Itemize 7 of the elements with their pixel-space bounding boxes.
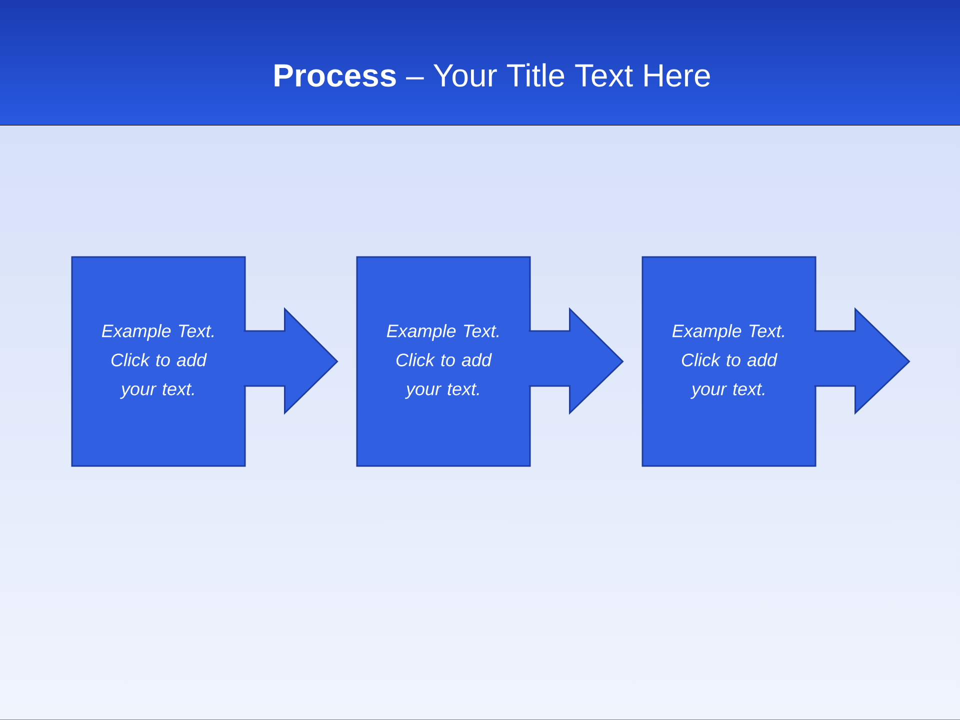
process-box: Example Text. Click to add your text. [642,256,816,467]
block-arrow [528,307,624,415]
block-arrow [243,307,338,415]
process-box: Example Text. Click to add your text. [71,256,246,467]
process-box: Example Text. Click to add your text. [356,256,531,467]
title: Process – Your Title Text Here [274,63,710,87]
block-arrow [814,307,910,415]
